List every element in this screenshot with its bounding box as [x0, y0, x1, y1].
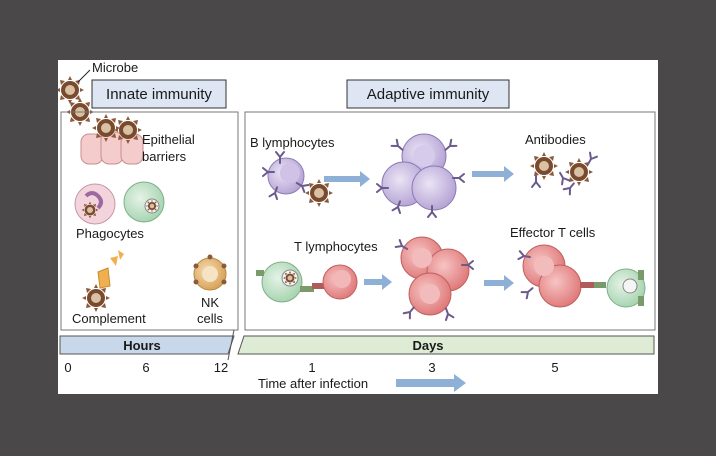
innate-box	[60, 111, 239, 331]
nk-label-1: NK	[201, 295, 219, 310]
time-axis-caption: Time after infection	[258, 376, 368, 391]
effector-t-cells-icon	[517, 244, 646, 308]
epithelial-label-2: barriers	[142, 149, 187, 164]
tick-day-1: 1	[308, 360, 315, 375]
hours-ticks: 0 6 12	[64, 360, 228, 375]
diagram-panel: Microbe Innate immunity Epithelial barri…	[56, 60, 658, 394]
tick-day-5: 5	[551, 360, 558, 375]
immunity-diagram: Microbe Innate immunity Epithelial barri…	[56, 60, 656, 392]
innate-immunity-title: Innate immunity	[106, 86, 212, 103]
days-band	[237, 335, 655, 355]
neutrophil-icon	[74, 183, 116, 225]
days-ticks: 1 3 5	[308, 360, 558, 375]
microbe-label: Microbe	[92, 60, 138, 75]
epithelial-label-1: Epithelial	[142, 132, 195, 147]
phagocytes-label: Phagocytes	[76, 226, 144, 241]
macrophage-icon	[123, 181, 165, 223]
b-lymphocytes-label: B lymphocytes	[250, 135, 335, 150]
adaptive-immunity-title: Adaptive immunity	[367, 86, 490, 103]
hours-band	[59, 335, 235, 355]
adaptive-box	[244, 111, 656, 331]
days-label: Days	[412, 338, 443, 353]
epithelial-cells-icon	[80, 114, 144, 165]
nk-label-2: cells	[197, 311, 224, 326]
b-lymphocyte-icon	[262, 151, 333, 207]
hours-label: Hours	[123, 338, 161, 353]
t-lymphocyte-icon	[312, 264, 358, 300]
expanded-t-cells-icon	[394, 236, 474, 322]
t-lymphocytes-label: T lymphocytes	[294, 239, 378, 254]
effector-t-cells-label: Effector T cells	[510, 225, 596, 240]
complement-icon	[82, 250, 124, 312]
expanded-b-cells-icon	[376, 133, 465, 218]
tick-hour-0: 0	[64, 360, 71, 375]
time-arrow	[396, 374, 466, 392]
antigen-presenting-cell-icon	[256, 261, 314, 303]
nk-cell-icon	[193, 254, 227, 291]
process-arrows	[324, 166, 514, 291]
complement-label: Complement	[72, 311, 146, 326]
tick-day-3: 3	[428, 360, 435, 375]
tick-hour-6: 6	[142, 360, 149, 375]
tick-hour-12: 12	[214, 360, 228, 375]
antibodies-icon	[530, 151, 598, 196]
antibodies-label: Antibodies	[525, 132, 586, 147]
